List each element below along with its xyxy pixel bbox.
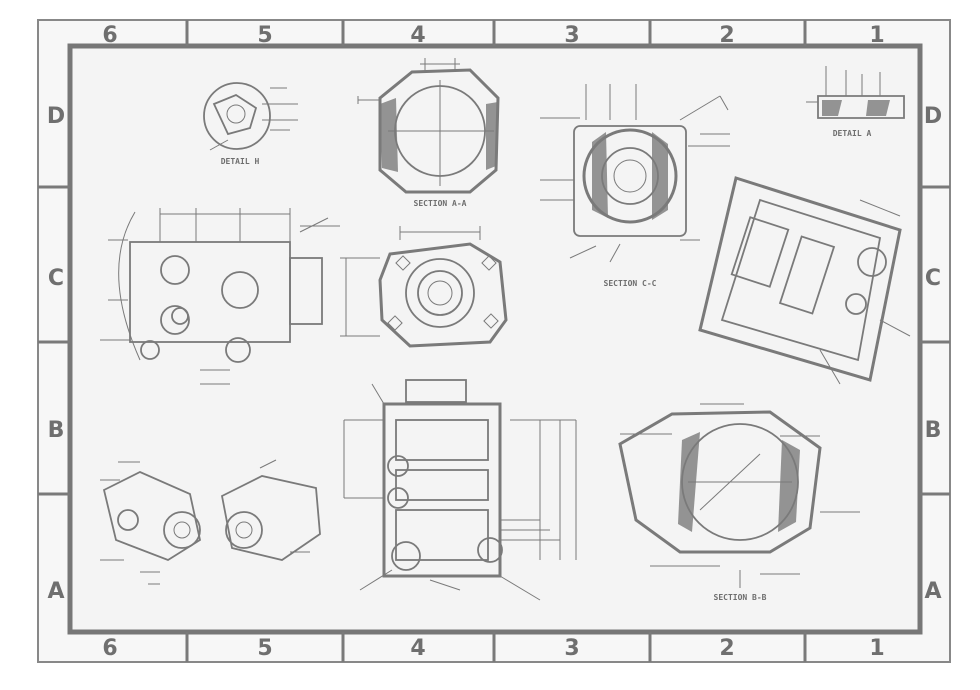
detail-h-view: DETAIL H <box>203 82 298 166</box>
small-isometric-left <box>100 461 202 585</box>
zone-right-d: D <box>924 104 942 129</box>
zone-right-a: A <box>924 579 941 604</box>
zone-bottom-2: 2 <box>719 636 734 661</box>
detail-h-label: DETAIL H <box>221 157 260 166</box>
zone-labels-left: D C B A <box>47 104 65 604</box>
zone-labels-right: D C B A <box>924 104 942 604</box>
zone-top-6: 6 <box>102 23 117 48</box>
zone-right-c: C <box>925 266 941 291</box>
zone-left-b: B <box>48 418 65 443</box>
zone-right-b: B <box>925 418 942 443</box>
zone-labels-bottom: 6 5 4 3 2 1 <box>102 636 884 661</box>
zone-dividers <box>38 20 950 662</box>
section-c-view: SECTION C-C <box>540 84 730 288</box>
zone-labels-top: 6 5 4 3 2 1 <box>102 23 884 48</box>
section-b-label: SECTION B-B <box>714 593 767 602</box>
section-c-dimensions <box>700 95 730 135</box>
section-a-label: SECTION A-A <box>414 199 467 208</box>
zone-bottom-1: 1 <box>869 636 884 661</box>
zone-left-a: A <box>47 579 64 604</box>
zone-bottom-6: 6 <box>102 636 117 661</box>
section-b-view: SECTION B-B <box>618 403 860 602</box>
small-isometric-right <box>220 459 321 561</box>
end-view <box>340 226 508 348</box>
zone-top-3: 3 <box>564 23 579 48</box>
section-a-view: SECTION A-A <box>357 58 500 208</box>
zone-bottom-5: 5 <box>257 636 272 661</box>
zone-left-d: D <box>47 104 65 129</box>
zone-left-c: C <box>48 266 64 291</box>
front-elevation-view <box>100 208 340 385</box>
section-c-label: SECTION C-C <box>604 279 657 288</box>
detail-a-view: DETAIL A <box>806 66 905 138</box>
zone-top-2: 2 <box>719 23 734 48</box>
isometric-view <box>698 176 911 385</box>
zone-bottom-4: 4 <box>410 636 425 661</box>
zone-top-5: 5 <box>257 23 272 48</box>
main-front-view <box>343 379 577 601</box>
zone-bottom-3: 3 <box>564 636 579 661</box>
detail-a-label: DETAIL A <box>833 129 872 138</box>
zone-top-1: 1 <box>869 23 884 48</box>
zone-top-4: 4 <box>410 23 425 48</box>
